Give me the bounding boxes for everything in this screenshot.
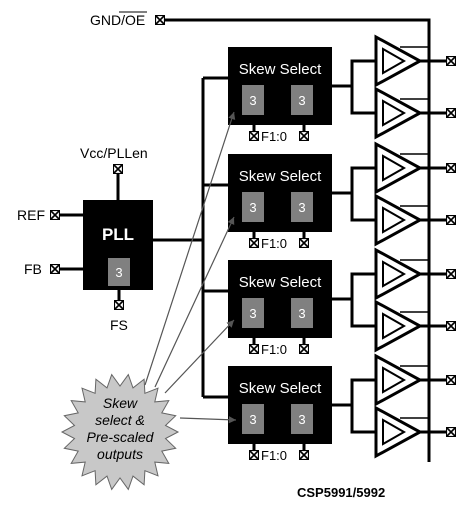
buffer-icon: [374, 86, 424, 140]
vcc-pin-icon: [113, 164, 123, 174]
buffer-icon: [374, 193, 424, 247]
callout-arrows: [144, 111, 237, 424]
skew-right-value: 3: [298, 412, 305, 427]
sel-pin-icon: [249, 131, 259, 141]
buffer-icon: [374, 405, 424, 459]
skew-title: Skew Select: [239, 274, 322, 291]
skew-left-value: 3: [249, 200, 256, 215]
buffer-icon: [374, 34, 424, 88]
fb-label: FB: [24, 261, 42, 277]
pll-divider-box: [108, 258, 130, 286]
output-buffers: [332, 34, 456, 459]
output-pin-icon: [446, 375, 456, 385]
fs-pin-icon: [114, 300, 124, 310]
skew-right-box: [291, 192, 313, 222]
buffer-wire: [332, 166, 376, 195]
part-number: CSP5991/5992: [297, 485, 385, 500]
output-pin-icon: [446, 163, 456, 173]
output-pin-icon: [446, 269, 456, 279]
buffer-wire: [350, 405, 376, 434]
sel-label: F1:0: [261, 448, 287, 463]
skew-title: Skew Select: [239, 61, 322, 78]
buffer-inner: [382, 99, 407, 127]
skew-block-3: Skew Select 3 3 F1:0: [228, 260, 332, 357]
buffer-wire: [332, 272, 376, 301]
buffer-wire: [350, 193, 376, 222]
gnd-oe-label: GND/OE: [90, 12, 145, 28]
starburst-line-1: Skew: [103, 395, 138, 411]
buffer-wire: [350, 86, 376, 115]
skew-right-box: [291, 298, 313, 328]
vcc-label: Vcc/PLLen: [80, 145, 148, 161]
sel-label: F1:0: [261, 342, 287, 357]
buffer-inner: [382, 312, 407, 340]
skew-title: Skew Select: [239, 168, 322, 185]
buffer-inner: [382, 154, 407, 182]
output-pin-icon: [446, 427, 456, 437]
skew-left-box: [242, 404, 264, 434]
output-pin-icon: [446, 56, 456, 66]
starburst-line-4: outputs: [97, 446, 143, 462]
clock-bus: [201, 76, 228, 399]
buffer-icon: [374, 299, 424, 353]
sel-pin-icon: [299, 344, 309, 354]
sel-pin-icon: [249, 450, 259, 460]
buffer-inner: [382, 260, 407, 288]
sel-label: F1:0: [261, 129, 287, 144]
output-pin-icon: [446, 215, 456, 225]
skew-right-value: 3: [298, 306, 305, 321]
oe-wire: [165, 18, 431, 462]
starburst-line-3: Pre-scaled: [87, 429, 155, 445]
sel-pin-icon: [249, 238, 259, 248]
skew-right-box: [291, 404, 313, 434]
ref-pin-icon: [50, 210, 60, 220]
skew-right-value: 3: [298, 200, 305, 215]
starburst-callout: Skew select & Pre-scaled outputs: [60, 373, 180, 491]
buffer-icon: [374, 141, 424, 195]
buffer-icon: [374, 247, 424, 301]
skew-block-2: Skew Select 3 3 F1:0: [228, 154, 332, 251]
buffer-icon: [374, 353, 424, 407]
sel-pin-icon: [249, 344, 259, 354]
pll-block: PLL 3 Vcc/PLLen REF FB FS: [17, 145, 203, 333]
starburst-shape: [60, 373, 180, 491]
skew-block-4: Skew Select 3 3 F1:0: [228, 366, 332, 463]
buffer-wire: [332, 378, 376, 407]
skew-right-value: 3: [298, 93, 305, 108]
buffer-wire: [332, 59, 376, 88]
buffer-inner: [382, 418, 407, 446]
sel-label: F1:0: [261, 236, 287, 251]
skew-title: Skew Select: [239, 380, 322, 397]
starburst-line-2: select &: [95, 412, 145, 428]
fs-label: FS: [110, 317, 128, 333]
skew-left-value: 3: [249, 412, 256, 427]
buffer-inner: [382, 47, 407, 75]
ref-label: REF: [17, 207, 45, 223]
buffer-inner: [382, 206, 407, 234]
skew-left-box: [242, 192, 264, 222]
skew-left-box: [242, 298, 264, 328]
output-pin-icon: [446, 108, 456, 118]
sel-pin-icon: [299, 238, 309, 248]
gnd-oe-net: GND/OE: [90, 11, 431, 462]
gnd-oe-pin-icon: [155, 15, 165, 25]
buffer-inner: [382, 366, 407, 394]
output-pin-icon: [446, 321, 456, 331]
sel-pin-icon: [299, 450, 309, 460]
skew-left-box: [242, 85, 264, 115]
buffer-wire: [350, 299, 376, 328]
pll-divider-value: 3: [115, 265, 122, 280]
fb-pin-icon: [50, 264, 60, 274]
skew-left-value: 3: [249, 93, 256, 108]
skew-left-value: 3: [249, 306, 256, 321]
sel-pin-icon: [299, 131, 309, 141]
skew-right-box: [291, 85, 313, 115]
pll-title: PLL: [102, 225, 134, 244]
skew-block-1: Skew Select 3 3 F1:0: [228, 47, 332, 144]
